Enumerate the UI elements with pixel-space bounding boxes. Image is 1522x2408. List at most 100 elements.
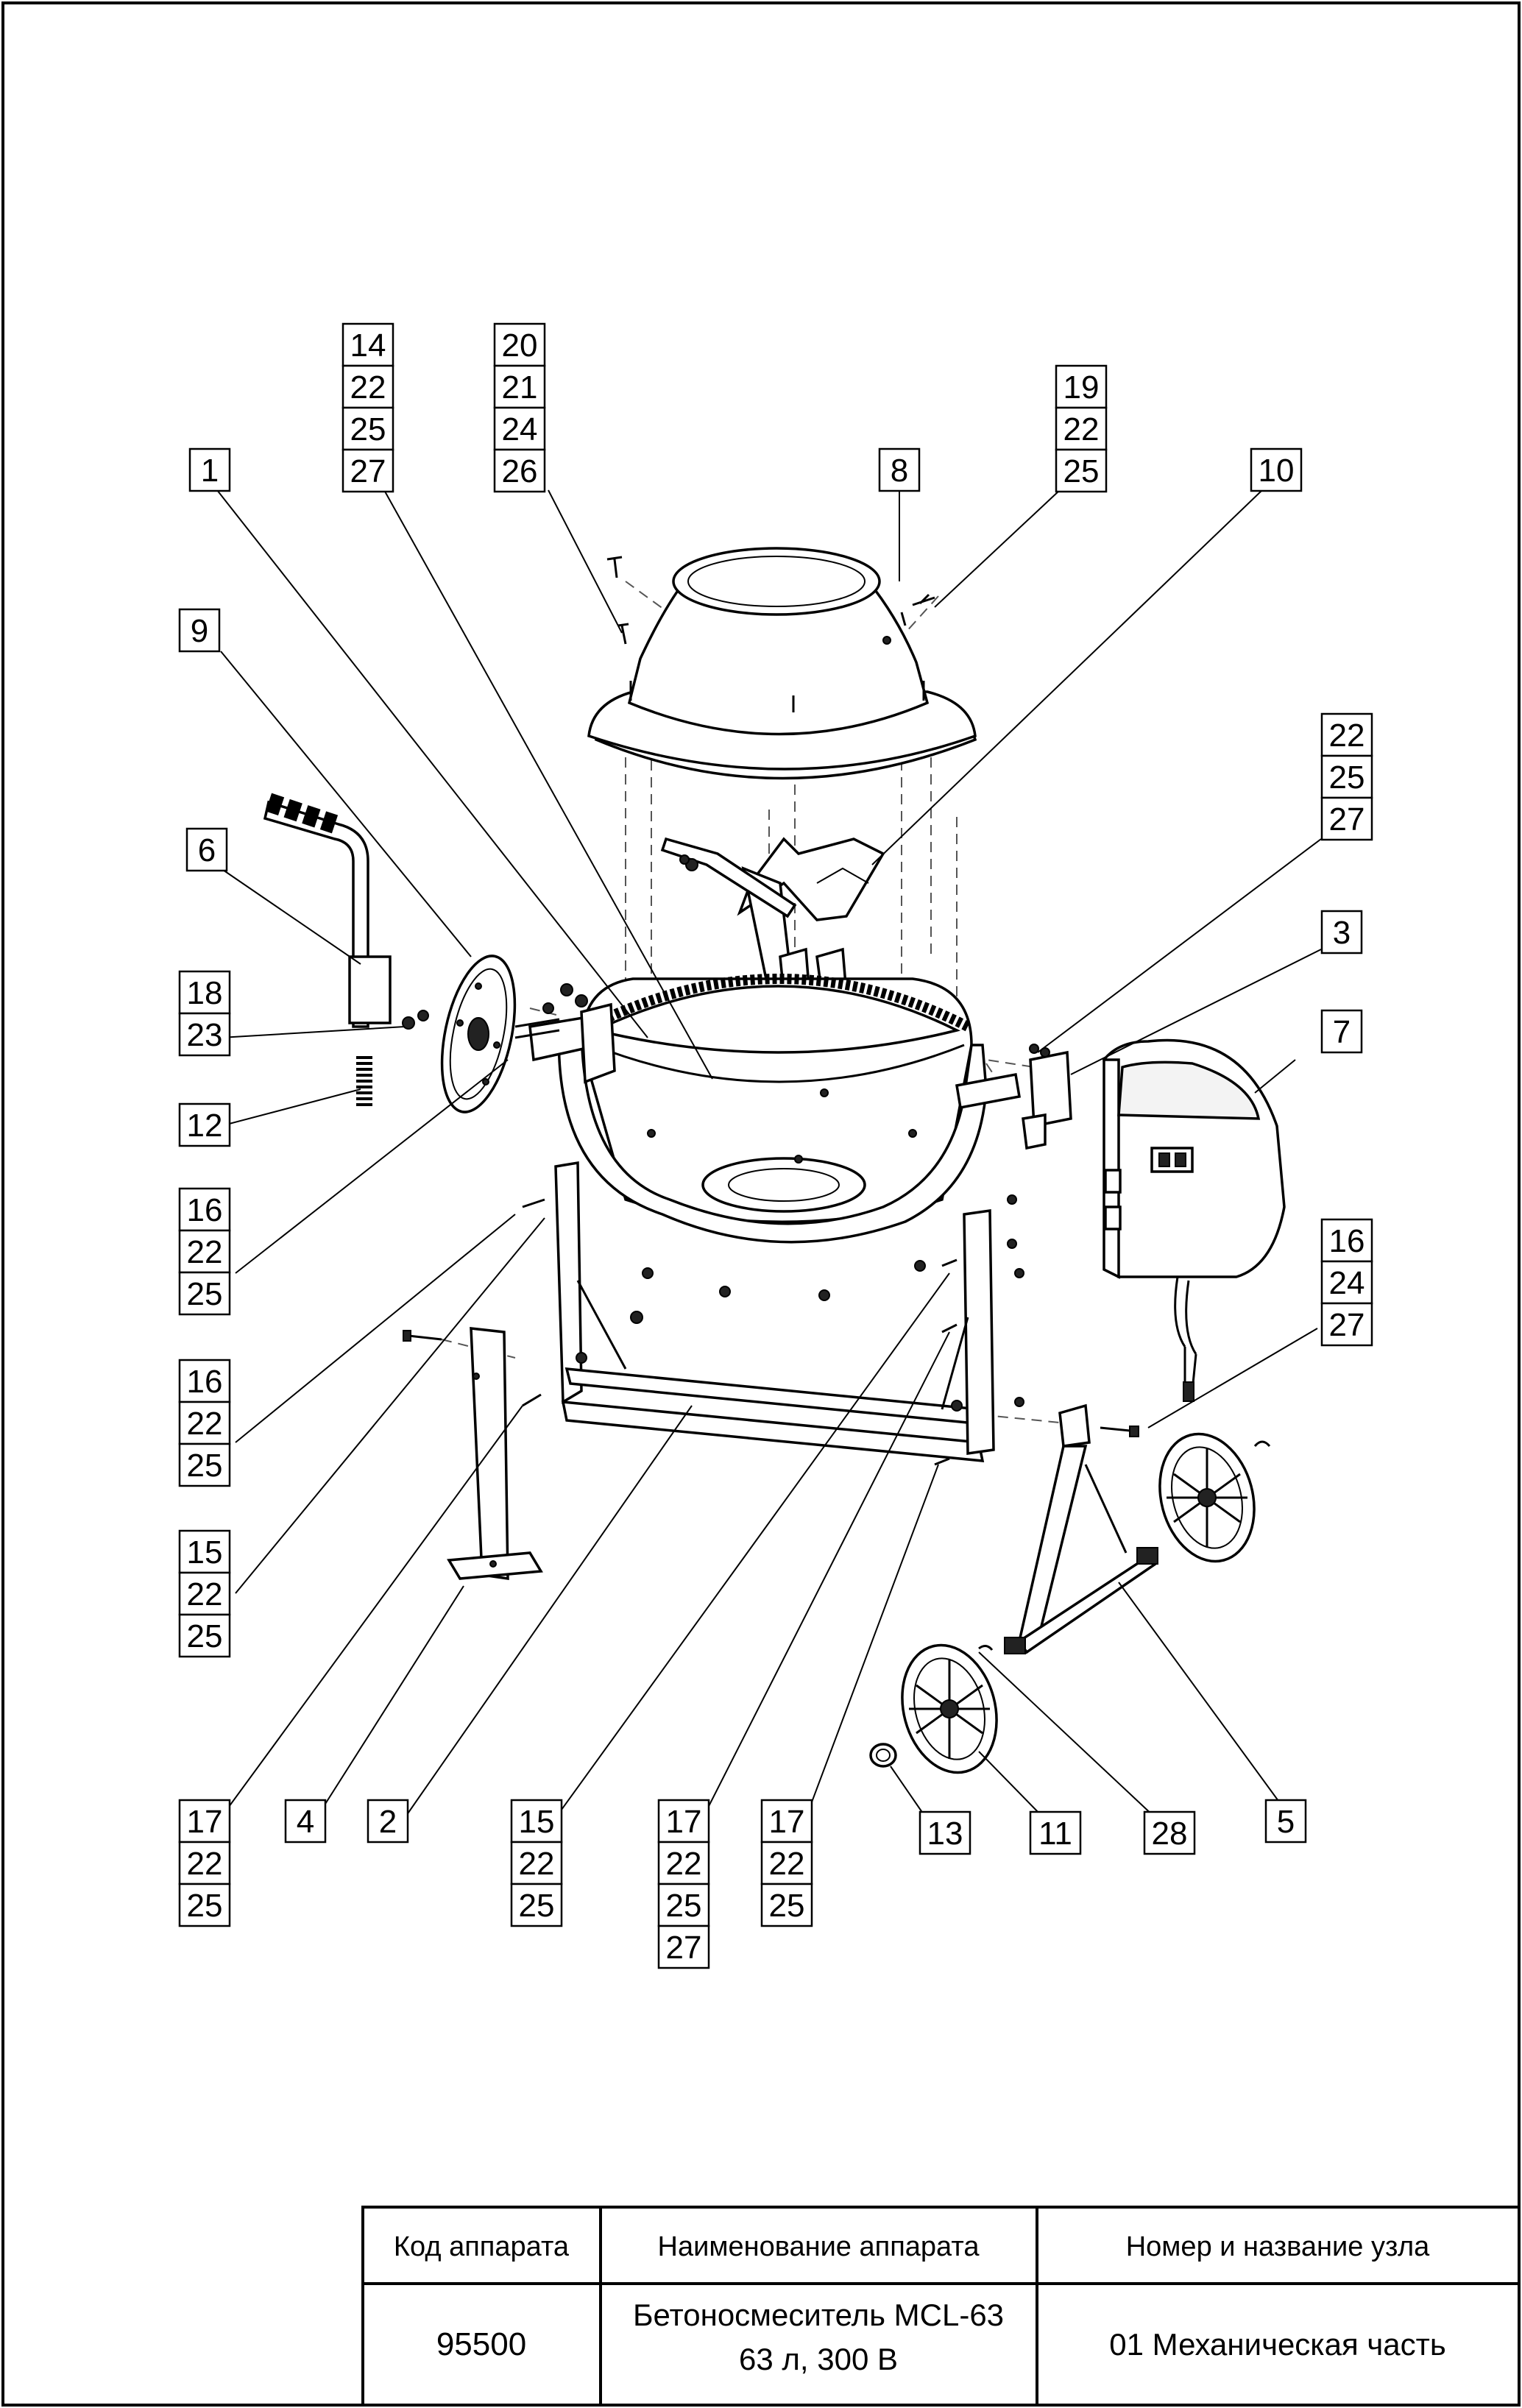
drum-body xyxy=(580,974,973,1227)
callout-number: 27 xyxy=(350,453,386,489)
callout-number: 16 xyxy=(1329,1223,1365,1259)
callout-number: 22 xyxy=(187,1406,223,1442)
callout-box xyxy=(878,447,921,492)
callout-box xyxy=(284,1799,327,1844)
exploded-view-drawing xyxy=(263,547,1286,1774)
callout-box xyxy=(341,448,394,493)
callout-box xyxy=(657,1883,710,1927)
callout-number: 23 xyxy=(187,1017,223,1053)
callout-box xyxy=(1055,448,1108,493)
frame xyxy=(554,1161,1024,1462)
callout-box xyxy=(178,1883,231,1927)
callout-number: 22 xyxy=(187,1846,223,1882)
callout-number: 25 xyxy=(350,411,386,447)
callout-number: 25 xyxy=(187,1276,223,1312)
callout-number: 3 xyxy=(1333,915,1351,951)
callout-box xyxy=(341,364,394,409)
callout-c11: 11 xyxy=(1029,1810,1082,1855)
wheel-left xyxy=(901,1643,998,1774)
callout-c7: 7 xyxy=(1320,1009,1363,1054)
callout-number: 7 xyxy=(1333,1014,1351,1050)
callout-box xyxy=(188,447,231,492)
callout-number: 25 xyxy=(1329,759,1365,796)
callout-box xyxy=(760,1883,813,1927)
callout-c10: 10 xyxy=(1250,447,1303,492)
callout-number: 20 xyxy=(502,327,538,364)
callout-number: 22 xyxy=(1329,718,1365,754)
callout-number: 12 xyxy=(187,1108,223,1144)
leader-lines xyxy=(216,489,1322,1826)
callout-number: 26 xyxy=(502,453,538,489)
callout-number: 9 xyxy=(191,613,208,649)
callout-box xyxy=(1264,1799,1307,1844)
callout-box xyxy=(178,1400,231,1445)
callout-box xyxy=(178,1271,231,1316)
title-block: Код аппарата Наименование аппарата Номер… xyxy=(361,2206,1521,2407)
callout-box xyxy=(1320,1302,1373,1347)
callout-number: 18 xyxy=(187,975,223,1011)
drum-cover xyxy=(587,547,977,780)
callout-box xyxy=(178,1102,231,1147)
callout-box xyxy=(178,1442,231,1487)
motor-housing xyxy=(1102,1038,1286,1402)
callout-number: 4 xyxy=(297,1804,314,1840)
callout-number: 13 xyxy=(927,1816,963,1852)
right-leg xyxy=(1004,1403,1158,1654)
callout-number: 27 xyxy=(1329,801,1365,838)
callout-number: 17 xyxy=(769,1804,805,1840)
callout-c3: 3 xyxy=(1320,910,1363,955)
callout-box xyxy=(1320,1009,1363,1054)
callout-box xyxy=(1029,1810,1082,1855)
callout-number: 17 xyxy=(666,1804,702,1840)
callout-number: 8 xyxy=(891,453,908,489)
left-leg xyxy=(447,1327,543,1581)
callout-box xyxy=(1320,796,1373,841)
cell-unit: 01 Механическая часть xyxy=(1109,2327,1446,2362)
callout-box xyxy=(185,827,228,872)
callout-box xyxy=(493,322,546,367)
callout-box xyxy=(760,1799,813,1844)
callout-box xyxy=(510,1883,563,1927)
callout-c8: 8 xyxy=(878,447,921,492)
callout-box xyxy=(178,1571,231,1616)
drum-yoke xyxy=(557,1021,988,1301)
callout-number: 22 xyxy=(350,369,386,406)
callout-number: 15 xyxy=(519,1804,555,1840)
callout-box xyxy=(1143,1810,1196,1855)
callout-number: 2 xyxy=(379,1804,397,1840)
callout-c13: 13 xyxy=(918,1810,971,1855)
callout-c2: 2 xyxy=(367,1799,409,1844)
cell-name-line1: Бетоносмеситель MCL-63 xyxy=(633,2298,1004,2332)
callout-number: 28 xyxy=(1152,1816,1188,1852)
callout-number: 25 xyxy=(187,1618,223,1654)
frame-bolts xyxy=(403,1198,1139,1466)
callout-number: 22 xyxy=(187,1234,223,1270)
wheel-right xyxy=(1158,1432,1256,1563)
callout-box xyxy=(178,970,231,1015)
gear-wheel xyxy=(440,955,560,1113)
callout-box xyxy=(760,1841,813,1885)
header-code: Код аппарата xyxy=(394,2231,570,2262)
callout-number: 25 xyxy=(519,1888,555,1924)
callout-number: 25 xyxy=(666,1888,702,1924)
tilt-handle xyxy=(263,793,429,1030)
callout-number: 15 xyxy=(187,1534,223,1570)
callout-number: 11 xyxy=(1038,1816,1072,1852)
callout-number: 5 xyxy=(1277,1804,1295,1840)
callout-c28: 28 xyxy=(1143,1810,1196,1855)
callout-box xyxy=(657,1841,710,1885)
wheel-clip xyxy=(978,1440,1271,1651)
callout-number: 10 xyxy=(1259,453,1295,489)
callout-number: 25 xyxy=(769,1888,805,1924)
callout-g22: 22 25 27 xyxy=(1320,712,1373,841)
callout-c12: 12 xyxy=(178,1102,231,1147)
callout-box xyxy=(657,1924,710,1969)
